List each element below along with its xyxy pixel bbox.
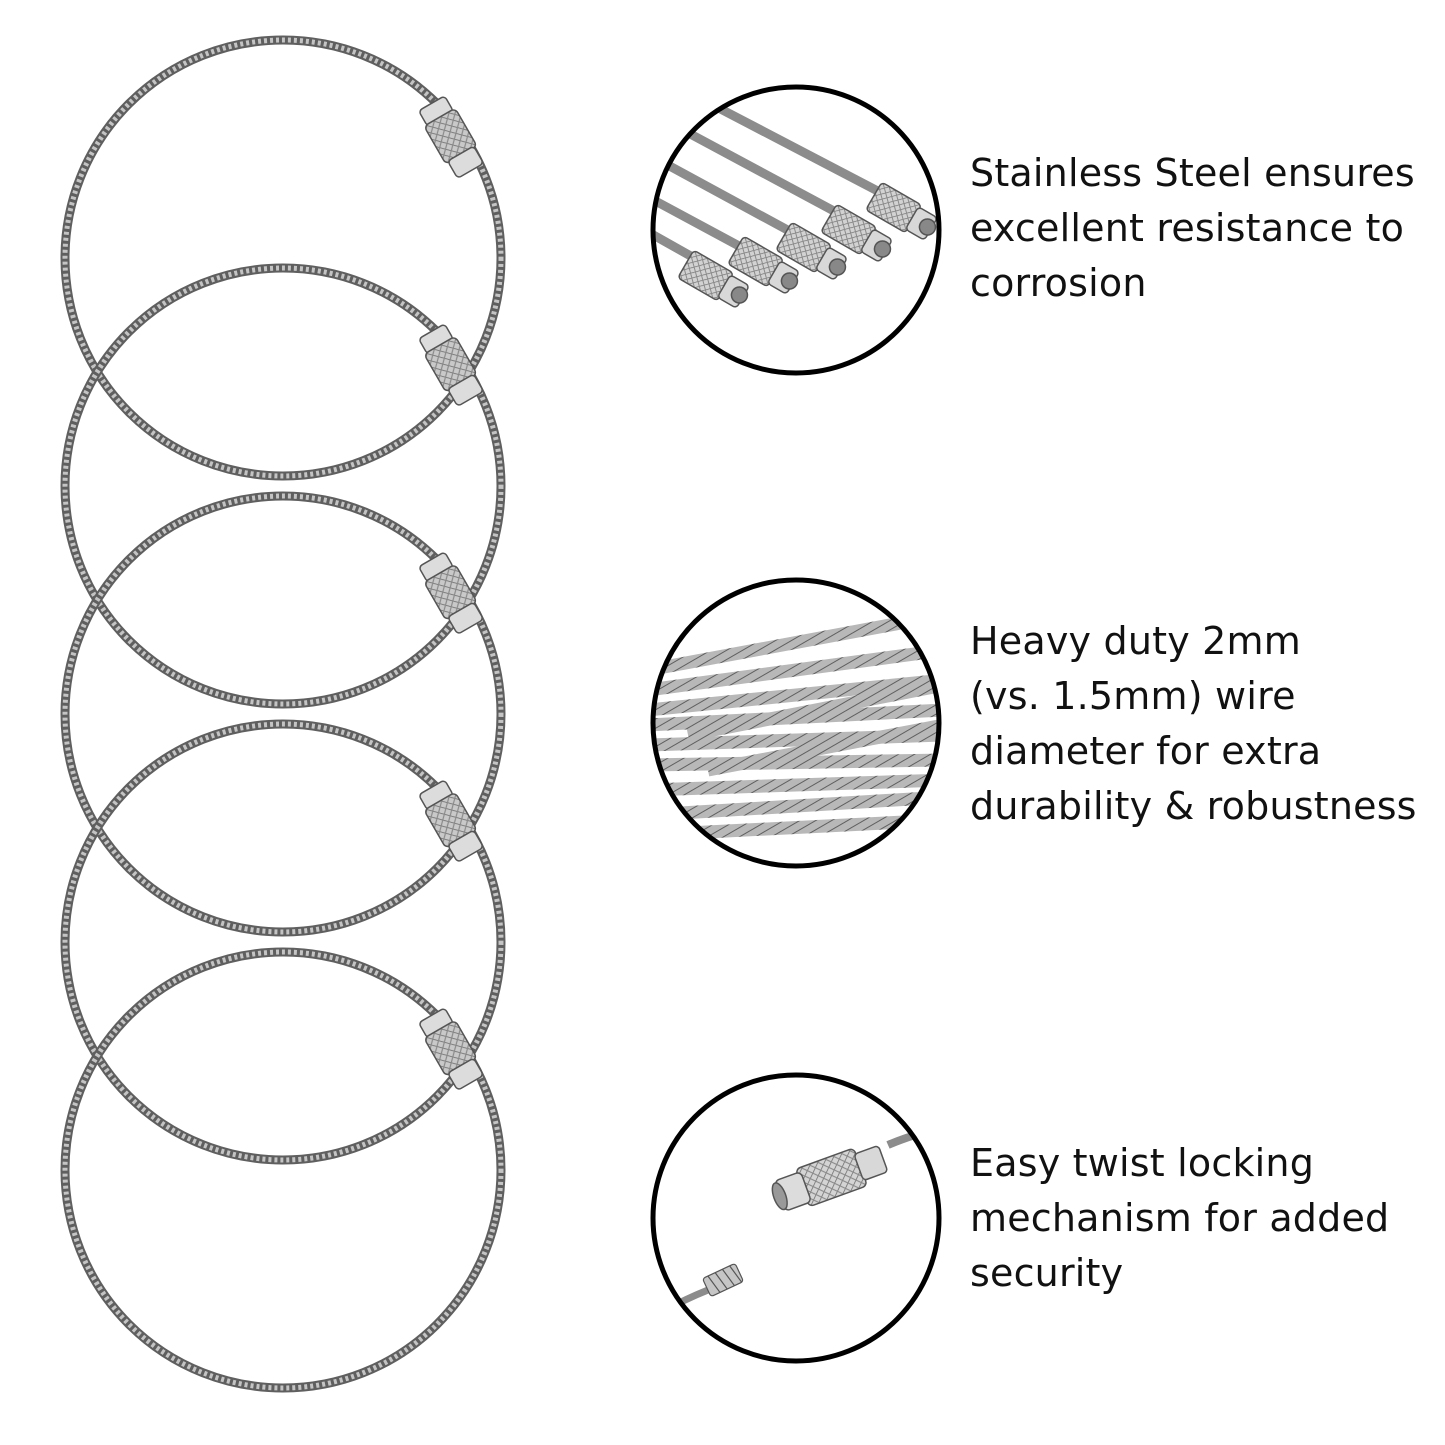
barrel-lock	[419, 324, 483, 406]
feature-corrosion-text: Stainless Steel ensures excellent resist…	[970, 146, 1415, 311]
feature-corrosion: Stainless Steel ensures excellent resist…	[648, 82, 1438, 382]
feature-line: diameter for extra	[970, 729, 1322, 773]
feature-line: durability & robustness	[970, 784, 1417, 828]
feature-line: security	[970, 1251, 1124, 1295]
feature-wire-diameter: Heavy duty 2mm (vs. 1.5mm) wire diameter…	[648, 575, 1438, 875]
feature-line: Easy twist locking	[970, 1141, 1315, 1185]
wire-ring	[60, 947, 506, 1393]
twist-lock-icon	[650, 1072, 942, 1364]
feature-line: excellent resistance to	[970, 206, 1405, 250]
wire-ring	[60, 491, 506, 937]
wire-ring	[60, 719, 506, 1165]
feature-line: Heavy duty 2mm	[970, 619, 1301, 663]
feature-line: (vs. 1.5mm) wire	[970, 674, 1296, 718]
feature-line: Stainless Steel ensures	[970, 151, 1415, 195]
cable-ends-icon	[650, 84, 942, 376]
feature-twist-lock-text: Easy twist locking mechanism for added s…	[970, 1136, 1389, 1301]
wire-rings-image	[60, 35, 506, 1393]
barrel-lock	[419, 780, 483, 862]
wire-ring	[60, 35, 506, 481]
feature-wire-diameter-text: Heavy duty 2mm (vs. 1.5mm) wire diameter…	[970, 614, 1417, 834]
barrel-lock	[419, 552, 483, 634]
wire-strands-icon	[650, 577, 942, 869]
barrel-lock	[419, 1008, 483, 1090]
feature-twist-lock: Easy twist locking mechanism for added s…	[648, 1070, 1438, 1370]
barrel-lock	[419, 96, 483, 178]
feature-line: mechanism for added	[970, 1196, 1390, 1240]
wire-ring	[60, 263, 506, 709]
feature-line: corrosion	[970, 261, 1147, 305]
